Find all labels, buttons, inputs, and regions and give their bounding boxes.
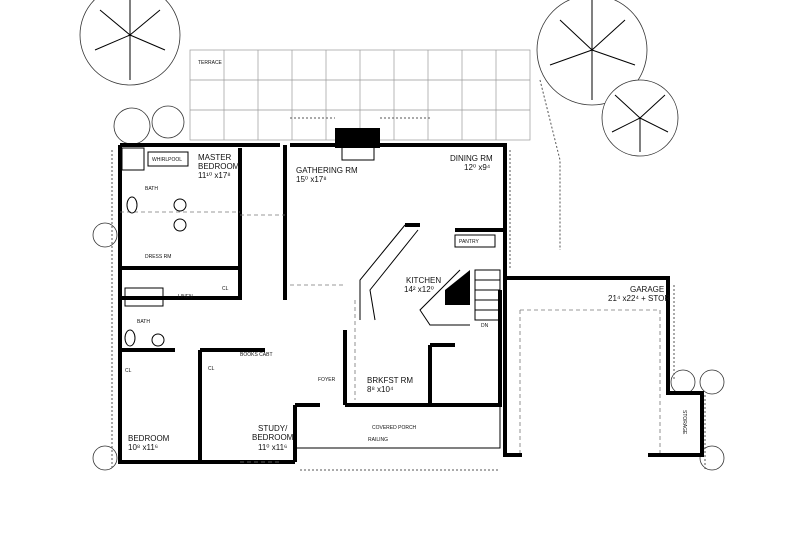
house-walls — [118, 143, 507, 464]
dress-rm-label: DRESS RM — [145, 254, 171, 260]
shrub-border — [111, 79, 706, 471]
tree-icon — [536, 0, 648, 106]
storage-label: STORAGE — [681, 410, 687, 435]
railing-label: RAILING — [368, 437, 388, 443]
brkfst-rm-label: BRKFST RM — [367, 376, 413, 385]
garage-walls — [503, 276, 704, 457]
terrace: TERRACE — [189, 49, 531, 141]
kitchen-label: KITCHEN — [406, 276, 441, 285]
shrub-icon — [699, 445, 725, 471]
hearth — [341, 145, 375, 161]
whirlpool-tub — [147, 151, 189, 167]
closet-label: CL — [208, 366, 215, 372]
bathtub — [124, 287, 164, 307]
kitchen-counter — [359, 224, 470, 326]
dining-rm-label: DINING RM — [450, 154, 493, 163]
books-cabinet-label: BOOKS CABT — [240, 352, 273, 358]
tree-icon — [151, 105, 185, 139]
bedroom-label: BEDROOM — [128, 434, 170, 443]
closet-label: CL — [222, 286, 229, 292]
gathering-rm-size: 15⁰ x17⁸ — [296, 175, 327, 184]
bedroom-size: 10⁸ x11⁶ — [128, 443, 158, 452]
linen-label: LINEN — [178, 294, 193, 300]
stairs-down-label: DN — [481, 323, 489, 329]
garage-label: GARAGE — [630, 285, 664, 294]
terrace-label: TERRACE — [198, 60, 223, 66]
sink-icon — [151, 333, 165, 347]
gathering-rm-label: GATHERING RM — [296, 166, 358, 175]
shrub-icon — [92, 445, 118, 471]
stairs — [474, 269, 501, 321]
study-bedroom-label: STUDY/ — [258, 424, 288, 433]
study-bedroom-label: BEDROOM — [252, 433, 294, 442]
shrub-icon — [670, 369, 696, 395]
toilet-icon — [124, 329, 136, 347]
foyer-label: FOYER — [318, 377, 336, 383]
covered-porch-label: COVERED PORCH — [372, 425, 417, 431]
master-bedroom-label: BEDROOM — [198, 162, 240, 171]
toilet-icon — [126, 196, 138, 214]
tree-icon — [79, 0, 181, 86]
dining-rm-size: 12⁰ x9⁴ — [464, 163, 491, 172]
fireplace — [335, 128, 380, 148]
pantry-label: PANTRY — [459, 239, 479, 245]
tree-icon — [601, 79, 679, 157]
shrub-icon — [92, 222, 118, 248]
sink-icon — [173, 218, 187, 232]
master-bath-label: BATH — [145, 186, 158, 192]
whirlpool-label: WHIRLPOOL — [152, 157, 182, 163]
brkfst-rm-size: 8⁸ x10⁴ — [367, 385, 394, 394]
shower — [121, 147, 145, 171]
kitchen-size: 14² x12⁰ — [404, 285, 434, 294]
garage-size: 21⁴ x22⁴ + STOR — [608, 294, 670, 303]
master-bedroom-size: 11¹⁰ x17⁸ — [198, 171, 231, 180]
master-bedroom-label: MASTER — [198, 153, 232, 162]
pantry — [454, 234, 496, 248]
bath-label: BATH — [137, 319, 150, 325]
shrub-icon — [699, 369, 725, 395]
closet-label: CL — [125, 368, 132, 374]
study-bedroom-size: 11⁰ x11⁶ — [258, 443, 287, 452]
sink-icon — [173, 198, 187, 212]
tree-icon — [113, 107, 151, 145]
range-hood — [445, 270, 470, 305]
